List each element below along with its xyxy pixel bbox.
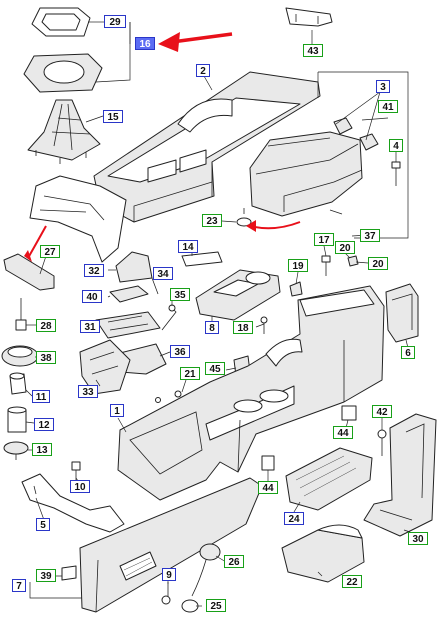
part-14-cover [181, 251, 223, 267]
part-1-main-console [117, 285, 385, 501]
part-27-trim-strip [3, 253, 55, 291]
callout-22[interactable]: 22 [342, 575, 362, 588]
part-5-bracket [21, 473, 125, 533]
part-4-screw [391, 161, 401, 186]
part-2-upper-console [93, 71, 321, 223]
part-25-knob [181, 599, 199, 613]
callout-41[interactable]: 41 [378, 100, 398, 113]
part-22-mat [281, 524, 365, 583]
callout-30[interactable]: 30 [408, 532, 428, 545]
callout-20-top[interactable]: 20 [335, 241, 355, 254]
part-38-cap [1, 345, 39, 367]
callout-45[interactable]: 45 [205, 362, 225, 375]
callout-2[interactable]: 2 [196, 64, 210, 77]
callout-19[interactable]: 19 [288, 259, 308, 272]
part-42-screw [377, 429, 387, 456]
callout-9[interactable]: 9 [162, 568, 176, 581]
callout-23[interactable]: 23 [202, 214, 222, 227]
part-6-side-bezel [385, 283, 419, 343]
callout-12[interactable]: 12 [34, 418, 54, 431]
callout-43[interactable]: 43 [303, 44, 323, 57]
part-13-cup [3, 441, 29, 460]
callout-14[interactable]: 14 [178, 240, 198, 253]
part-33-trim [79, 339, 131, 395]
part-10-screw [71, 461, 81, 480]
part-44-clip [261, 405, 357, 471]
callout-31[interactable]: 31 [80, 320, 100, 333]
part-43-hinge-bracket [285, 7, 333, 27]
part-17-fastener [321, 255, 331, 276]
part-23-knob [236, 208, 252, 227]
callout-34[interactable]: 34 [153, 267, 173, 280]
callout-29[interactable]: 29 [104, 15, 126, 28]
part-35-screw [161, 304, 177, 331]
part-12-cylinder [7, 406, 27, 433]
callout-3[interactable]: 3 [376, 80, 390, 93]
callout-24[interactable]: 24 [284, 512, 304, 525]
callout-27[interactable]: 27 [40, 245, 60, 258]
part-26-connector [191, 543, 221, 597]
callout-42[interactable]: 42 [372, 405, 392, 418]
part-9-screw [161, 582, 171, 605]
callout-33[interactable]: 33 [78, 385, 98, 398]
part-24-tray [285, 447, 373, 511]
red-return-arrow-right [249, 221, 301, 230]
callout-17[interactable]: 17 [314, 233, 334, 246]
part-7-side-panel [79, 477, 263, 613]
part-16-shift-bezel [23, 53, 103, 93]
callout-21[interactable]: 21 [180, 367, 200, 380]
part-29-boot-ring [31, 7, 91, 37]
part-2-left-bracket [29, 175, 127, 263]
callout-26[interactable]: 26 [224, 555, 244, 568]
callout-1[interactable]: 1 [110, 404, 124, 417]
callout-13[interactable]: 13 [32, 443, 52, 456]
callout-15[interactable]: 15 [103, 110, 123, 123]
red-return-arrowhead-left [24, 250, 32, 262]
part-19-clip [289, 281, 303, 297]
callout-4[interactable]: 4 [389, 139, 403, 152]
callout-37[interactable]: 37 [360, 229, 380, 242]
callout-5[interactable]: 5 [36, 518, 50, 531]
callout-44-upper[interactable]: 44 [333, 426, 353, 439]
callout-32[interactable]: 32 [84, 264, 104, 277]
part-32-boot [115, 251, 153, 283]
part-37-fastener [329, 209, 343, 215]
callout-20-right[interactable]: 20 [368, 257, 388, 270]
highlight-arrow [158, 32, 233, 52]
part-11-socket [9, 372, 27, 395]
callout-18[interactable]: 18 [233, 321, 253, 334]
part-34-pin [151, 277, 159, 295]
callout-6[interactable]: 6 [401, 346, 415, 359]
part-31-bezel [95, 311, 161, 339]
part-37-armrest-lid [249, 131, 363, 217]
callout-40[interactable]: 40 [82, 290, 102, 303]
part-39-plug [61, 565, 77, 581]
callout-35[interactable]: 35 [170, 288, 190, 301]
callout-38[interactable]: 38 [36, 351, 56, 364]
part-8-tray [195, 269, 281, 321]
callout-28[interactable]: 28 [36, 319, 56, 332]
part-28-bolt [15, 298, 27, 331]
part-40-pad [109, 285, 149, 303]
part-18-screw [260, 316, 268, 334]
part-3-frame-lines [317, 71, 409, 239]
callout-36[interactable]: 36 [170, 345, 190, 358]
callout-44-lower[interactable]: 44 [258, 481, 278, 494]
callout-25[interactable]: 25 [206, 599, 226, 612]
callout-10[interactable]: 10 [70, 480, 90, 493]
callout-39[interactable]: 39 [36, 569, 56, 582]
red-return-arrowhead-right [246, 220, 256, 232]
callout-8[interactable]: 8 [205, 321, 219, 334]
part-30-bracket [363, 413, 437, 537]
part-15-shift-boot [27, 99, 101, 164]
callout-11[interactable]: 11 [32, 390, 50, 403]
callout-7[interactable]: 7 [12, 579, 26, 592]
callout-16[interactable]: 16 [135, 37, 155, 50]
